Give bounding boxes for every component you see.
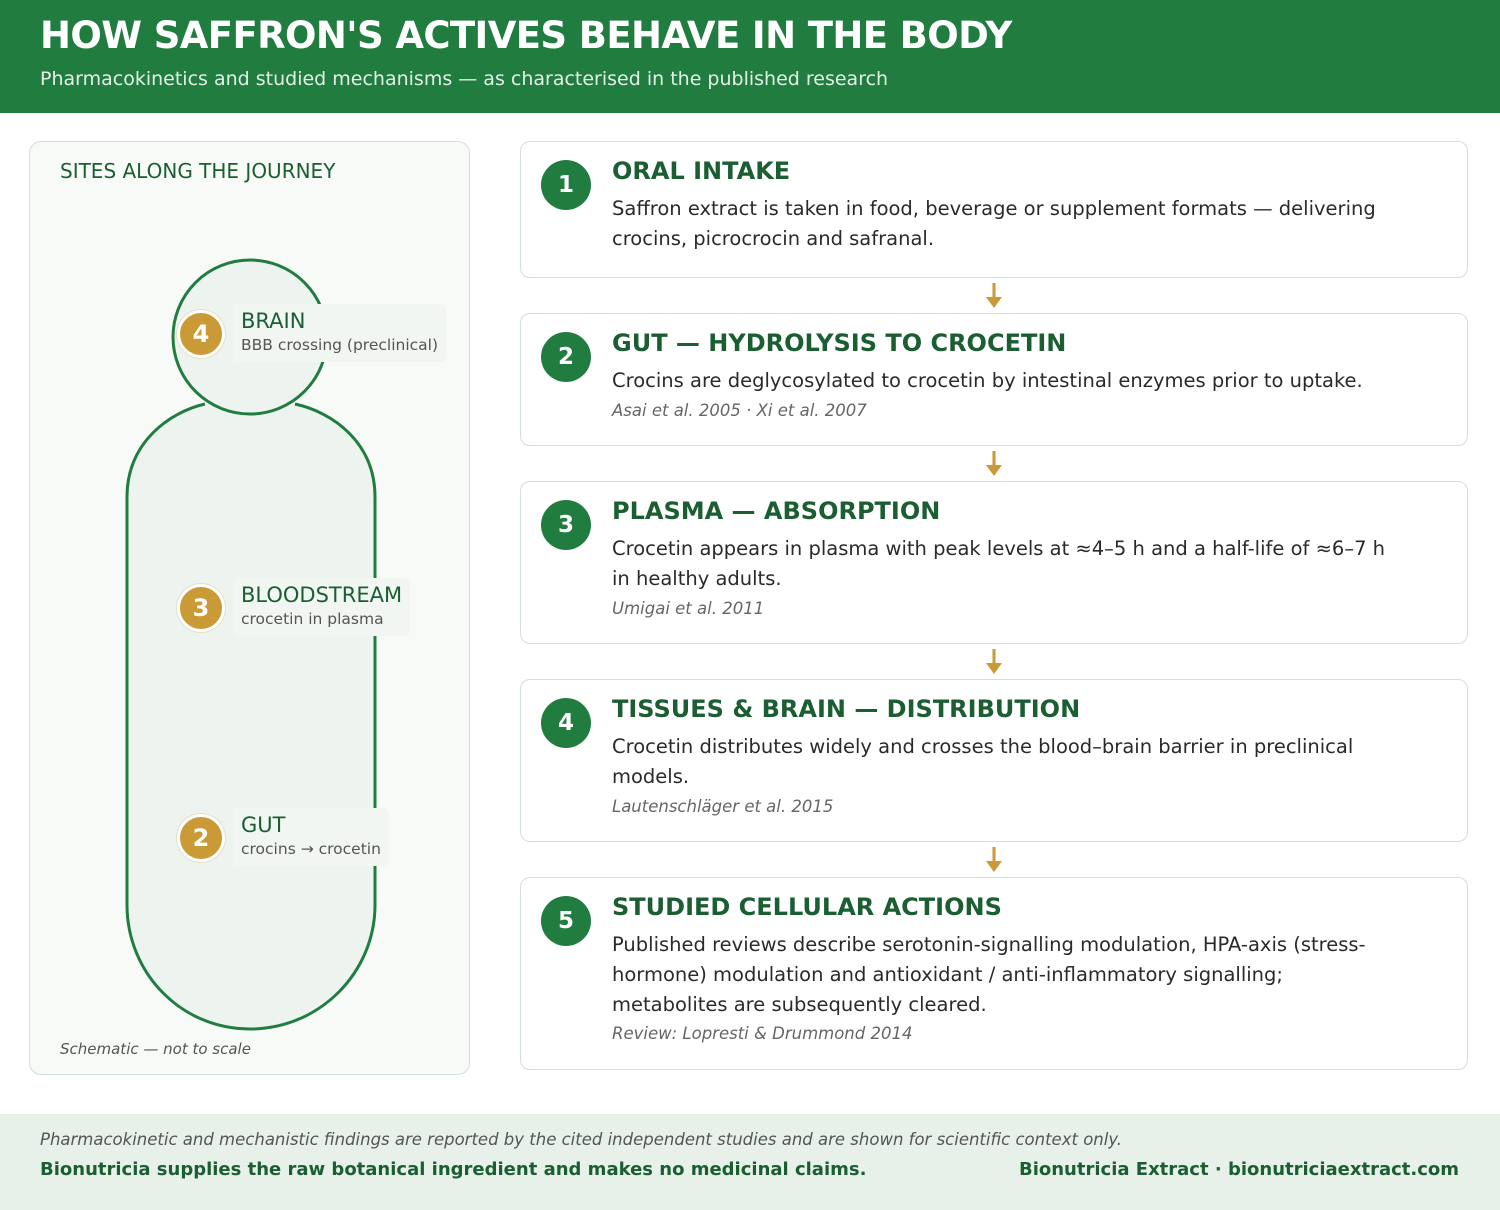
- site-label: GUT crocins → crocetin: [233, 808, 389, 866]
- step-title: STUDIED CELLULAR ACTIONS: [612, 893, 1002, 921]
- torso-outline: [125, 402, 377, 1031]
- step-text: Crocetin appears in plasma with peak lev…: [612, 537, 1386, 590]
- footer-brand-link[interactable]: Bionutricia Extract · bionutriciaextract…: [1018, 1159, 1459, 1180]
- footer: Pharmacokinetic and mechanistic findings…: [0, 1114, 1500, 1210]
- site-number-badge: 2: [177, 814, 225, 862]
- step-title: TISSUES & BRAIN — DISTRIBUTION: [612, 695, 1081, 723]
- step-number-badge: 5: [541, 896, 591, 946]
- step-citation: Lautenschläger et al. 2015: [612, 797, 834, 816]
- step-number-badge: 3: [541, 500, 591, 550]
- step-citation: Review: Lopresti & Drummond 2014: [612, 1024, 913, 1043]
- site-desc: BBB crossing (preclinical): [241, 336, 439, 354]
- step-title: GUT — HYDROLYSIS TO CROCETIN: [612, 329, 1067, 357]
- schematic-note: Schematic — not to scale: [60, 1040, 251, 1058]
- flow-arrow-icon: [986, 649, 1002, 674]
- body-schematic: [125, 258, 377, 1031]
- step-text: Saffron extract is taken in food, bevera…: [612, 197, 1376, 250]
- step-card-plasma: 3 PLASMA — ABSORPTION Crocetin appears i…: [520, 481, 1468, 644]
- header-banner: HOW SAFFRON'S ACTIVES BEHAVE IN THE BODY…: [0, 0, 1500, 113]
- site-number-badge: 4: [177, 310, 225, 358]
- footer-disclaimer: Pharmacokinetic and mechanistic findings…: [40, 1130, 1123, 1149]
- footer-claim: Bionutricia supplies the raw botanical i…: [40, 1159, 867, 1180]
- page-subtitle: Pharmacokinetics and studied mechanisms …: [40, 68, 889, 90]
- step-text: Crocetin distributes widely and crosses …: [612, 735, 1354, 788]
- step-citation: Asai et al. 2005 · Xi et al. 2007: [612, 401, 867, 420]
- site-label: BLOODSTREAM crocetin in plasma: [233, 578, 411, 636]
- step-number-badge: 1: [541, 160, 591, 210]
- flow-arrow-icon: [986, 451, 1002, 476]
- step-title: PLASMA — ABSORPTION: [612, 497, 941, 525]
- site-name: GUT: [241, 813, 286, 837]
- step-citation: Umigai et al. 2011: [612, 599, 765, 618]
- site-name: BRAIN: [241, 309, 306, 333]
- step-card-distribution: 4 TISSUES & BRAIN — DISTRIBUTION Croceti…: [520, 679, 1468, 842]
- site-label: BRAIN BBB crossing (preclinical): [233, 304, 447, 362]
- page-title: HOW SAFFRON'S ACTIVES BEHAVE IN THE BODY: [40, 14, 1012, 57]
- step-number-badge: 2: [541, 332, 591, 382]
- site-number-badge: 3: [177, 584, 225, 632]
- step-title: ORAL INTAKE: [612, 157, 791, 185]
- site-name: BLOODSTREAM: [241, 583, 403, 607]
- step-card-oral-intake: 1 ORAL INTAKE Saffron extract is taken i…: [520, 141, 1468, 278]
- sites-panel: SITES ALONG THE JOURNEY 4 BRAIN BBB cros…: [29, 141, 470, 1075]
- step-card-gut: 2 GUT — HYDROLYSIS TO CROCETIN Crocins a…: [520, 313, 1468, 446]
- site-desc: crocetin in plasma: [241, 610, 384, 628]
- flow-arrow-icon: [986, 283, 1002, 308]
- step-text: Published reviews describe serotonin-sig…: [612, 933, 1366, 1016]
- flow-arrow-icon: [986, 847, 1002, 872]
- step-card-cellular-actions: 5 STUDIED CELLULAR ACTIONS Published rev…: [520, 877, 1468, 1070]
- step-number-badge: 4: [541, 698, 591, 748]
- panel-title: SITES ALONG THE JOURNEY: [60, 159, 336, 183]
- step-text: Crocins are deglycosylated to crocetin b…: [612, 369, 1363, 392]
- site-desc: crocins → crocetin: [241, 840, 381, 858]
